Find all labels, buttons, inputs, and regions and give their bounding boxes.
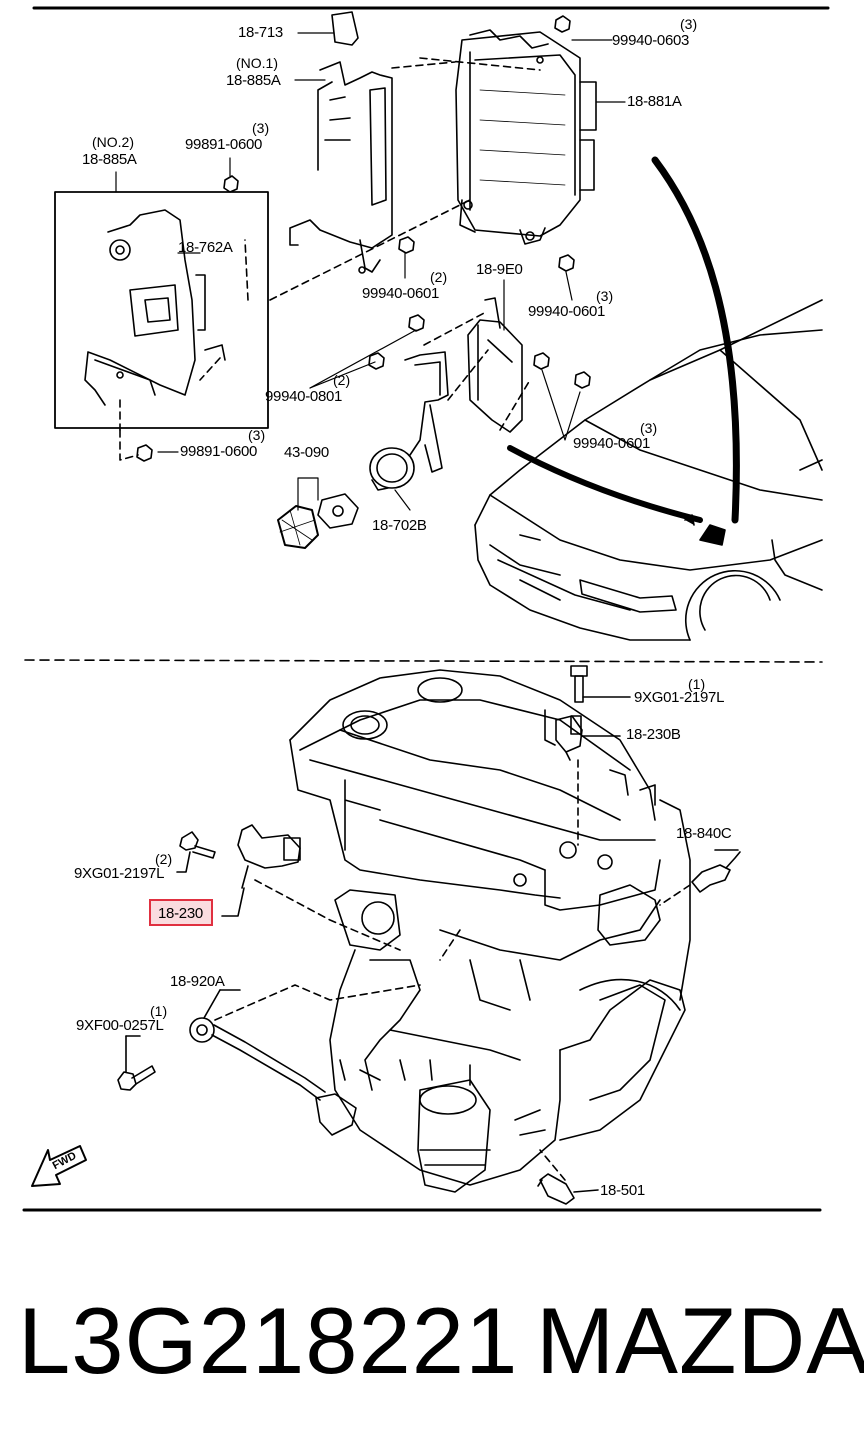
label-18-230b: 18-230B xyxy=(626,726,681,743)
car-body-drawing xyxy=(474,299,823,641)
parts-exploded-diagram xyxy=(22,6,830,1212)
sensor-18-230b-drawing xyxy=(555,715,621,761)
label-no2: (NO.2) xyxy=(92,134,134,150)
label-99940-0801: 99940-0801 xyxy=(265,388,343,405)
pointer-arrow-upper xyxy=(651,156,740,524)
bolt-knock-drawing xyxy=(117,1035,156,1091)
bracket-no2-drawing xyxy=(84,209,226,406)
qty-99891-0600-a: (3) xyxy=(252,120,270,136)
upper-leaders xyxy=(115,32,626,511)
highlight-box xyxy=(149,899,213,926)
label-18-885a-no1: 18-885A xyxy=(226,72,281,89)
label-no1: (NO.1) xyxy=(236,55,278,71)
engine-drawing xyxy=(289,669,691,1193)
label-99940-0603: 99940-0603 xyxy=(612,32,690,49)
knock-sensor-drawing xyxy=(189,989,357,1136)
qty-9xg01-2197l-a: (1) xyxy=(688,676,706,692)
brand-name: MAZDA xyxy=(536,1288,864,1393)
label-99891-0600-b: 99891-0600 xyxy=(180,443,258,460)
qty-9xg01-2197l-b: (2) xyxy=(155,851,173,867)
label-9xg01-2197l-b: 9XG01-2197L xyxy=(74,865,165,882)
qty-9xf00-0257l: (1) xyxy=(150,1003,168,1019)
fwd-arrow-drawing xyxy=(31,1145,87,1187)
label-9xg01-2197l-a: 9XG01-2197L xyxy=(634,689,725,706)
part-43-090-drawing xyxy=(277,493,359,549)
qty-99891-0600-b: (3) xyxy=(248,427,266,443)
label-99940-0601-a: 99940-0601 xyxy=(362,285,440,302)
sensor-18-840c-drawing xyxy=(691,849,741,893)
label-99940-0601-b: 99940-0601 xyxy=(528,303,606,320)
upper-dashed-leaders xyxy=(119,57,541,461)
label-99891-0600-a: 99891-0600 xyxy=(185,136,263,153)
section-separator xyxy=(24,659,823,663)
sensor-18-501-drawing xyxy=(537,1173,599,1205)
qty-99940-0601-b: (3) xyxy=(596,288,614,304)
sensor-18-702b-drawing xyxy=(369,351,449,491)
label-18-920a: 18-920A xyxy=(170,973,225,990)
bracket-no2-box xyxy=(54,191,269,429)
label-18-230[interactable]: 18-230 xyxy=(158,905,203,922)
label-18-762a: 18-762A xyxy=(178,239,233,256)
label-18-840c: 18-840C xyxy=(676,825,732,842)
label-18-702b: 18-702B xyxy=(372,517,427,534)
label-18-881a: 18-881A xyxy=(627,93,682,110)
label-18-9e0: 18-9E0 xyxy=(476,261,523,278)
label-9xf00-0257l: 9XF00-0257L xyxy=(76,1017,164,1034)
bracket-no1-drawing xyxy=(289,11,393,274)
qty-99940-0801: (2) xyxy=(333,372,351,388)
part-number: L3G218221 xyxy=(18,1288,519,1393)
sensor-18-230-drawing xyxy=(221,824,301,917)
label-18-885a-no2: 18-885A xyxy=(82,151,137,168)
nuts xyxy=(136,15,591,462)
label-43-090: 43-090 xyxy=(284,444,329,461)
module-18-9e0-drawing xyxy=(467,297,523,433)
bolt-top-drawing xyxy=(570,665,631,703)
label-99940-0601-c: 99940-0601 xyxy=(573,435,651,452)
ecu-module-drawing xyxy=(455,29,597,245)
label-18-501: 18-501 xyxy=(600,1182,645,1199)
bolt-left-drawing xyxy=(176,831,216,873)
lower-dashed-leaders xyxy=(214,759,691,1181)
label-18-713: 18-713 xyxy=(238,24,283,41)
qty-99940-0603: (3) xyxy=(680,16,698,32)
qty-99940-0601-c: (3) xyxy=(640,420,658,436)
qty-99940-0601-a: (2) xyxy=(430,269,448,285)
pointer-arrow-lower xyxy=(507,445,703,523)
